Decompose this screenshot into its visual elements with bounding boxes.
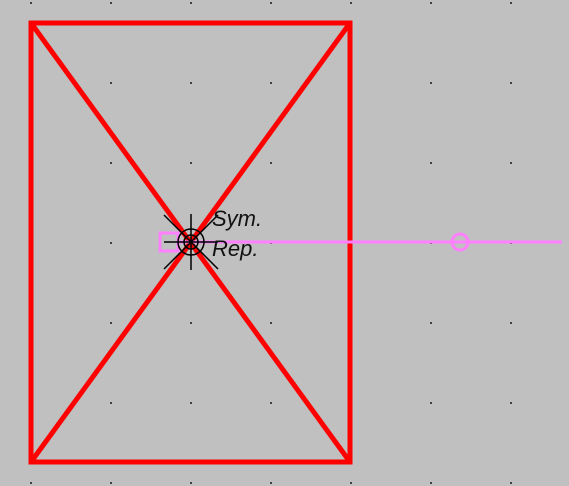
grid-dot (270, 162, 272, 164)
grid-dot (430, 402, 432, 404)
symbol-label[interactable]: Sym. (212, 206, 263, 231)
grid-dot (270, 322, 272, 324)
pin-circle-icon[interactable] (450, 232, 470, 252)
grid-dot (30, 2, 32, 4)
grid-dot (270, 82, 272, 84)
representation-label[interactable]: Rep. (212, 236, 259, 261)
grid-dot (110, 482, 112, 484)
grid-dot (510, 322, 512, 324)
grid-dot (510, 82, 512, 84)
grid-dot (30, 482, 32, 484)
grid-dot (190, 82, 192, 84)
grid-dot (430, 82, 432, 84)
grid-dot (430, 162, 432, 164)
grid-dot (110, 162, 112, 164)
grid-dot (430, 322, 432, 324)
grid-dot (510, 2, 512, 4)
grid-dot (510, 402, 512, 404)
grid-dot (430, 2, 432, 4)
grid-dot (190, 322, 192, 324)
grid-dot (430, 482, 432, 484)
grid-dot (110, 242, 112, 244)
grid-dot (110, 82, 112, 84)
grid-dot (270, 402, 272, 404)
grid-dot (190, 162, 192, 164)
grid-dot (270, 482, 272, 484)
grid-dot (110, 402, 112, 404)
grid-dot (350, 482, 352, 484)
grid-dot (350, 2, 352, 4)
grid-dot (270, 2, 272, 4)
grid-dot (510, 162, 512, 164)
grid-dot (190, 2, 192, 4)
grid-dot (510, 482, 512, 484)
grid-dot (110, 2, 112, 4)
grid-dot (110, 322, 112, 324)
crosshair-origin-icon[interactable] (163, 214, 219, 270)
grid-dot (190, 482, 192, 484)
grid-dot (190, 402, 192, 404)
